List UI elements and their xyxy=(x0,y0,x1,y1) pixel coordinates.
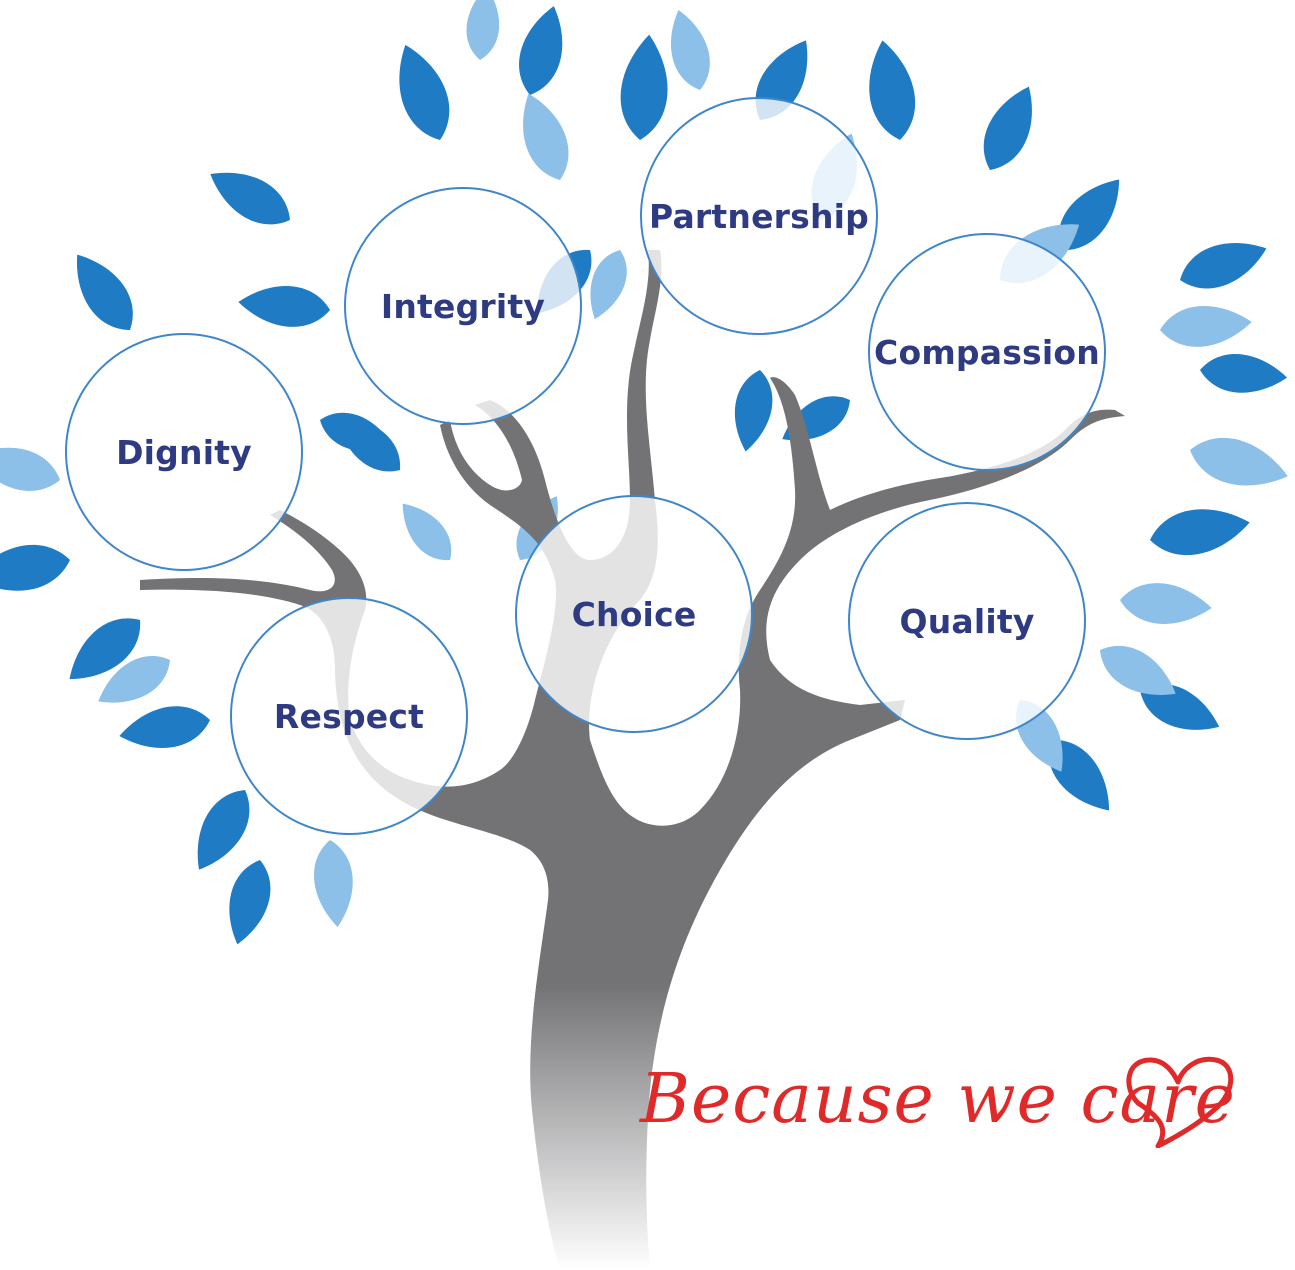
value-circle-dignity: Dignity xyxy=(65,333,303,571)
heart-icon xyxy=(1126,1056,1234,1148)
value-label-compassion: Compassion xyxy=(874,332,1100,372)
value-circle-integrity: Integrity xyxy=(344,187,582,425)
value-circle-partnership: Partnership xyxy=(640,97,878,335)
tree-trunk xyxy=(140,250,1125,1270)
value-label-choice: Choice xyxy=(571,594,697,634)
value-circle-compassion: Compassion xyxy=(868,233,1106,471)
value-label-integrity: Integrity xyxy=(380,286,546,326)
value-circle-quality: Quality xyxy=(848,502,1086,740)
value-label-quality: Quality xyxy=(899,601,1035,641)
value-label-dignity: Dignity xyxy=(116,432,252,472)
value-circle-choice: Choice xyxy=(515,495,753,733)
value-label-partnership: Partnership xyxy=(648,196,870,236)
value-label-respect: Respect xyxy=(273,696,425,736)
value-circle-respect: Respect xyxy=(230,597,468,835)
